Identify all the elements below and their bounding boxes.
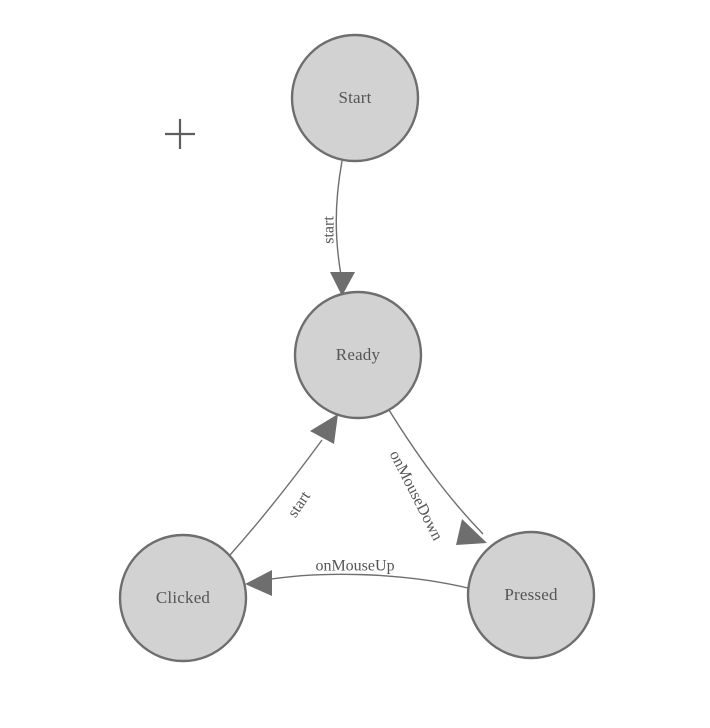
node-start[interactable]: Start xyxy=(290,33,420,163)
node-clicked-circle[interactable] xyxy=(118,533,248,663)
edge-start-to-ready-label: start xyxy=(321,216,338,244)
edge-start-to-ready[interactable]: start xyxy=(321,160,355,296)
edge-ready-to-pressed-path xyxy=(388,409,484,535)
node-pressed[interactable]: Pressed xyxy=(466,530,596,660)
edge-pressed-to-clicked[interactable]: onMouseUp xyxy=(245,558,469,596)
edge-clicked-to-ready-label: start xyxy=(285,488,315,521)
node-pressed-label: Pressed xyxy=(504,585,558,604)
node-pressed-circle[interactable] xyxy=(466,530,596,660)
edge-ready-to-pressed-arrowhead xyxy=(456,519,487,545)
node-ready[interactable]: Ready xyxy=(293,290,423,420)
edge-clicked-to-ready[interactable]: start xyxy=(229,414,338,556)
edge-clicked-to-ready-path xyxy=(229,439,323,556)
edge-pressed-to-clicked-path xyxy=(264,573,469,589)
edge-start-to-ready-arrowhead xyxy=(330,272,355,296)
plus-crosshair-icon xyxy=(165,119,195,149)
node-clicked-label: Clicked xyxy=(156,588,211,607)
edge-clicked-to-ready-arrowhead xyxy=(310,414,338,444)
node-start-circle[interactable] xyxy=(290,33,420,163)
edge-pressed-to-clicked-arrowhead xyxy=(245,570,272,596)
node-ready-circle[interactable] xyxy=(293,290,423,420)
node-start-label: Start xyxy=(338,88,371,107)
edge-ready-to-pressed-label: onMouseDown xyxy=(386,448,446,544)
node-ready-label: Ready xyxy=(336,345,381,364)
edge-start-to-ready-path xyxy=(335,160,343,276)
edge-ready-to-pressed[interactable]: onMouseDown xyxy=(386,409,487,545)
node-clicked[interactable]: Clicked xyxy=(118,533,248,663)
edge-pressed-to-clicked-label: onMouseUp xyxy=(315,558,394,575)
